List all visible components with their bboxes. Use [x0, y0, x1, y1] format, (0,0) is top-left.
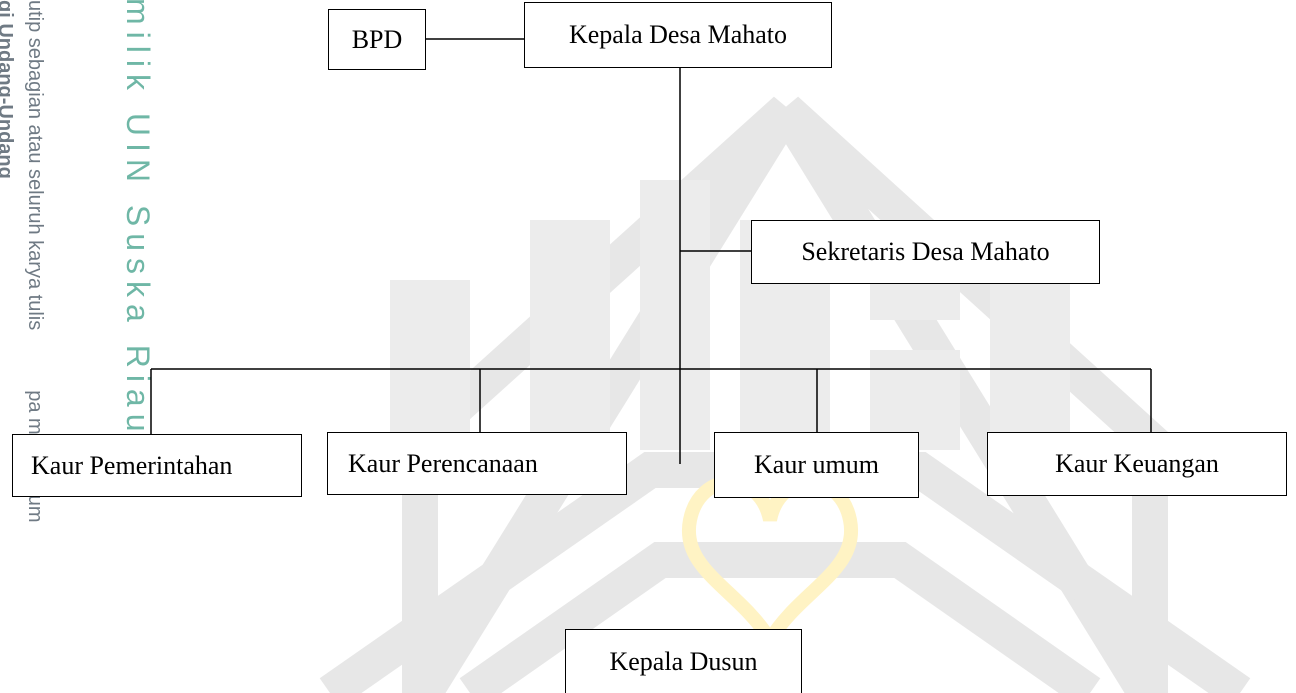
box-kaur-keuangan: Kaur Keuangan: [987, 432, 1287, 496]
label-kaur-pemerintahan: Kaur Pemerintahan: [31, 450, 233, 480]
label-sekretaris-desa: Sekretaris Desa Mahato: [801, 237, 1050, 266]
label-kaur-keuangan: Kaur Keuangan: [1055, 449, 1219, 478]
box-kaur-umum: Kaur umum: [714, 432, 919, 498]
box-sekretaris-desa: Sekretaris Desa Mahato: [751, 220, 1100, 284]
box-bpd: BPD: [328, 9, 426, 70]
box-kaur-pemerintahan: Kaur Pemerintahan: [12, 434, 302, 497]
box-kaur-perencanaan: Kaur Perencanaan: [327, 432, 627, 495]
label-kepala-desa: Kepala Desa Mahato: [568, 20, 788, 49]
box-kepala-dusun-frame: Kepala Dusun: [565, 629, 802, 693]
label-bpd: BPD: [351, 24, 403, 54]
label-kaur-umum: Kaur umum: [754, 450, 879, 479]
label-kaur-perencanaan: Kaur Perencanaan: [348, 448, 538, 478]
box-kepala-desa: Kepala Desa Mahato: [524, 2, 832, 68]
label-kepala-dusun: Kepala Dusun: [609, 646, 758, 676]
